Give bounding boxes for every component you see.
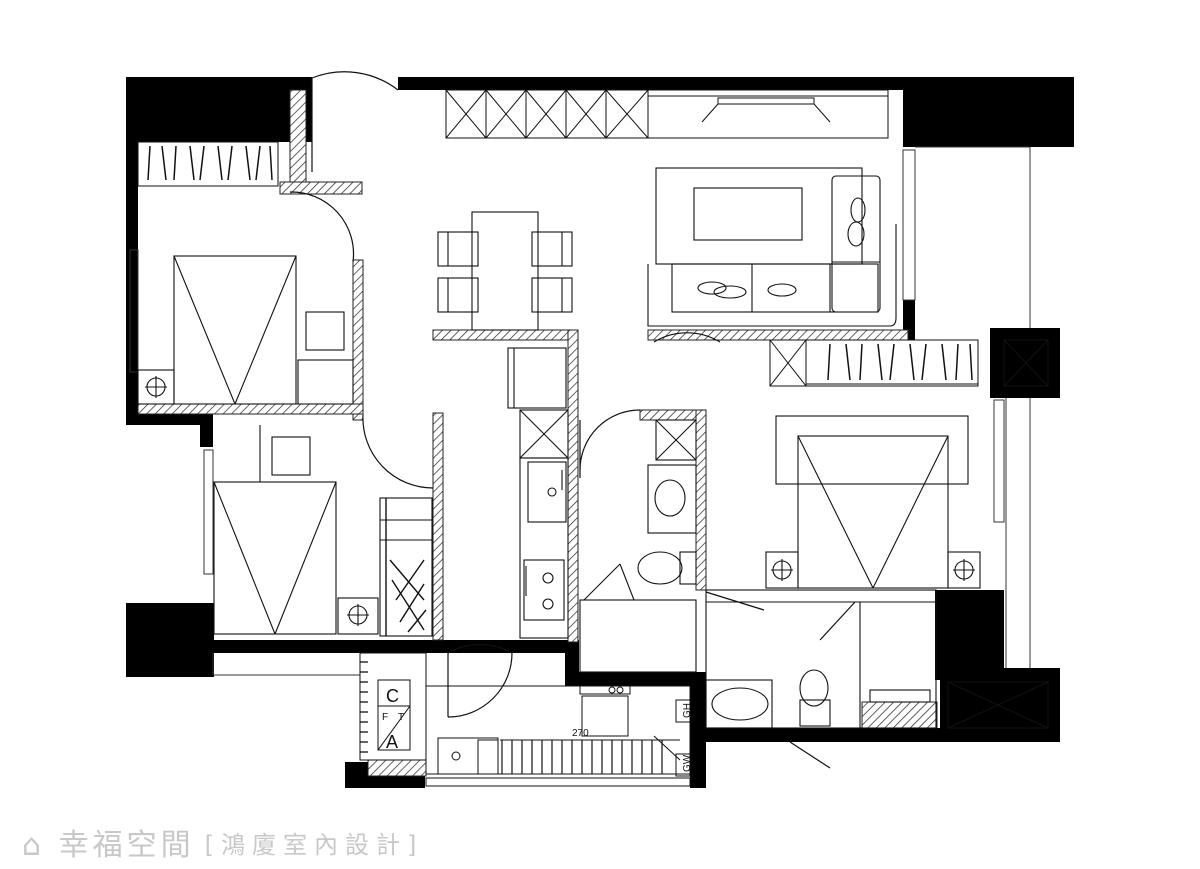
kitchen-counter xyxy=(507,347,569,639)
cooker-label-gh: GH xyxy=(682,703,693,718)
watermark-subtitle: [鴻廈室內設計] xyxy=(204,830,424,859)
bathroom-2 xyxy=(705,589,937,729)
bedroom-1-furniture xyxy=(137,255,354,405)
watermark: ⌂ 幸福空間 [鴻廈室內設計] xyxy=(22,820,423,864)
water-heater-label-gw: GW xyxy=(682,754,693,772)
wardrobe-top-left xyxy=(137,141,279,187)
watermark-logo: ⌂ 幸福空間 xyxy=(22,828,195,863)
bathroom-1 xyxy=(579,419,697,673)
concrete-walls xyxy=(126,77,1074,788)
master-bed xyxy=(765,415,981,589)
service-balcony xyxy=(359,652,691,787)
ac-label-a: A xyxy=(386,732,398,752)
master-wardrobe xyxy=(769,339,1049,729)
ac-label-t: T xyxy=(398,712,404,723)
dimension-270: 270 xyxy=(572,728,589,739)
partition-walls xyxy=(137,89,938,777)
ac-label-f: F xyxy=(382,712,388,723)
doors xyxy=(289,71,856,769)
dining-set xyxy=(437,211,573,331)
annotations: 270 A C F T GH GW xyxy=(382,686,693,772)
ac-label-c: C xyxy=(386,686,399,706)
living-sofa xyxy=(647,167,897,327)
top-cabinets xyxy=(445,89,889,139)
windows xyxy=(129,146,1031,676)
bedroom-2-furniture xyxy=(213,425,433,637)
